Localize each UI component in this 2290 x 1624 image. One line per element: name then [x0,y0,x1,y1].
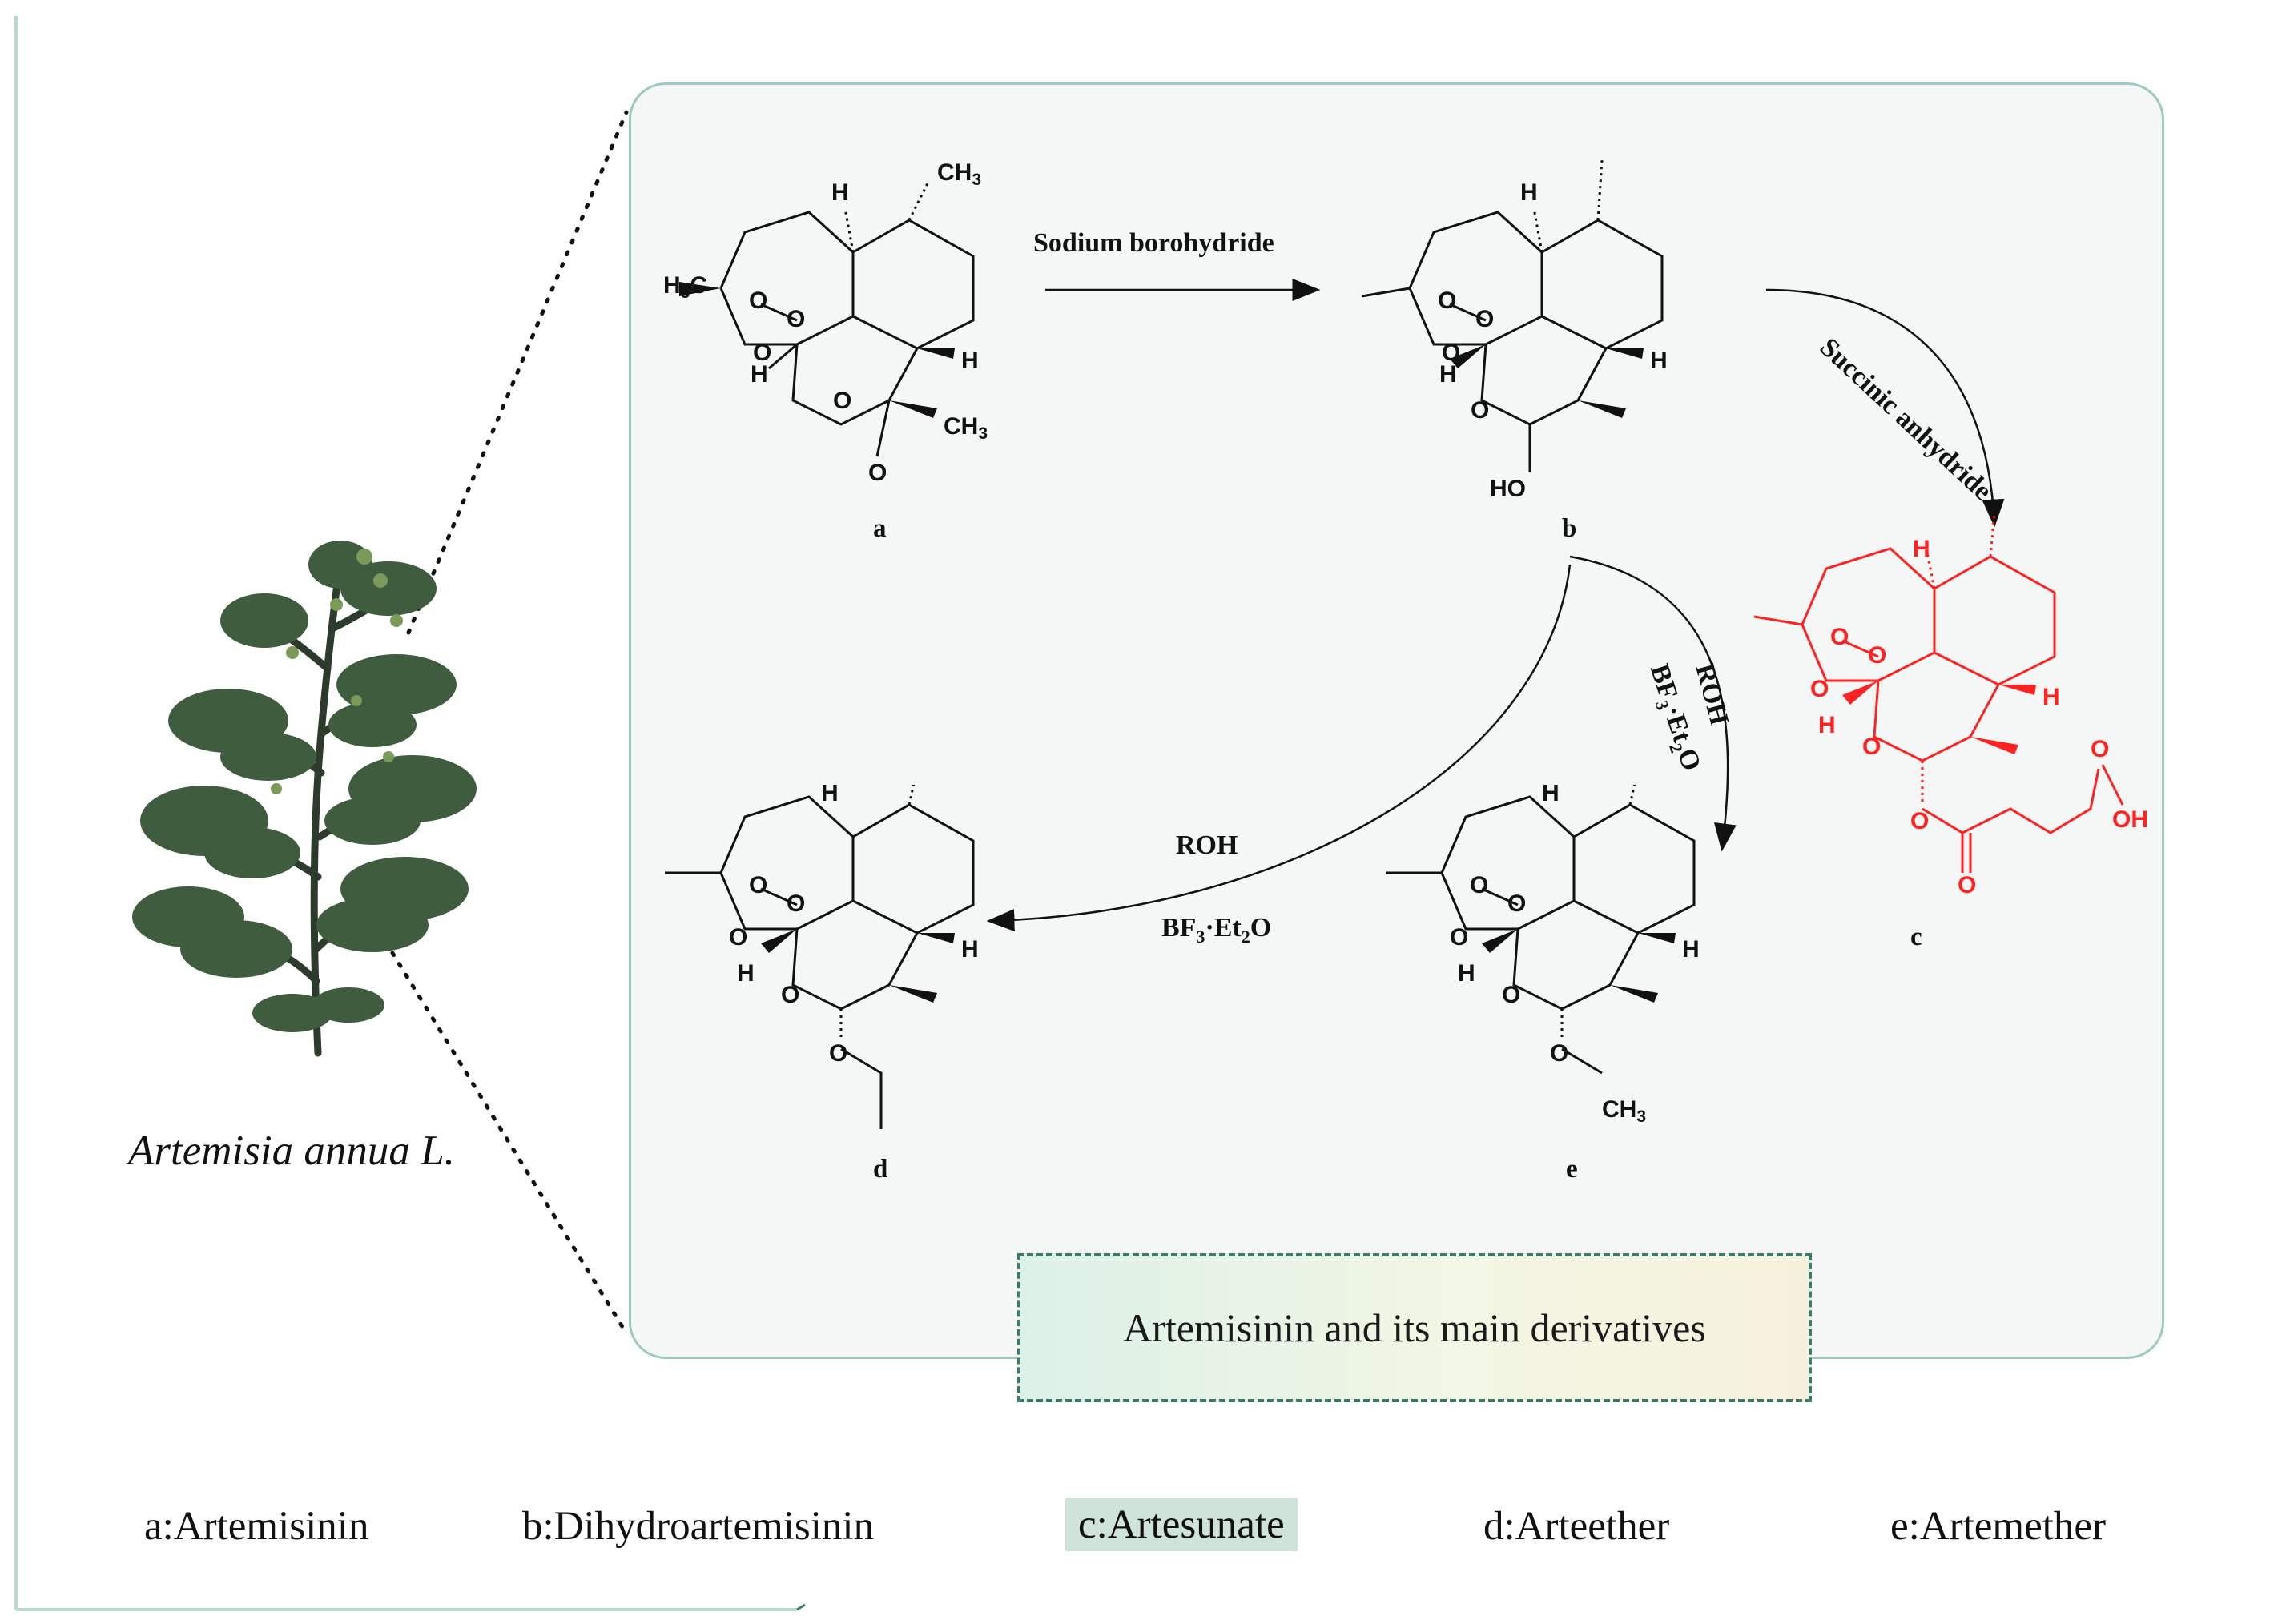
atom-o: O [1502,982,1520,1008]
zoom-line-bottom [390,951,629,1336]
atom-o: O [787,306,805,332]
bond-dashed [1532,207,1543,253]
atom-o: O [1810,676,1829,702]
atom-o: O [787,890,805,917]
zoom-line-top [406,110,629,635]
atom-h: H [751,361,768,388]
bond-dashed [1628,785,1636,806]
atom-o: O [1550,1040,1568,1067]
reagent-roh-d: ROH [1176,830,1238,860]
compound-label-c: c [1910,923,1922,951]
atom-h: H [1520,179,1538,206]
molecule-e: H H H O O O O O CH3 e [1386,785,1700,1184]
atom-h: H [737,960,755,987]
reagent-sodium-borohydride: Sodium borohydride [1033,228,1274,258]
derivatives-panel [629,82,2164,1359]
atom-o: O [1507,890,1526,917]
atom-h: H [1542,785,1560,806]
atom-o: O [1475,306,1494,332]
atom-o: O [1450,924,1468,951]
atom-ch3: CH3 [1602,1096,1646,1126]
atom-ho: HO [1490,476,1526,502]
atom-o: O [729,924,747,951]
atom-o: O [1958,872,1976,898]
atom-h: H [1913,536,1930,562]
molecule-b: H H H O O O O HO b [1361,159,1668,543]
bond-dashed [908,785,916,806]
atom-o: O [1868,642,1886,669]
atom-o: O [749,287,767,314]
atom-h: H [961,348,979,374]
artemisia-plant-icon [132,541,477,1057]
atom-o: O [753,340,771,366]
atom-o: O [868,460,887,486]
compound-label-e: e [1566,1155,1578,1184]
arrow-b-to-e [1569,555,1737,852]
atom-h: H [1439,361,1457,388]
compound-label-b: b [1562,514,1576,543]
legend-e: e:Artemether [1890,1504,2107,1549]
panel-title: Artemisinin and its main derivatives [1017,1253,1812,1402]
bond-dashed [843,207,855,253]
molecule-a: H3C CH3 H H CH3 H O O O O O a [663,159,988,543]
atom-o: O [1442,340,1460,366]
atom-h: H [961,936,979,963]
atom-h3c: H3C [663,272,707,302]
molecule-d: H H H O O O O O d [665,785,979,1184]
frame-bottom-tick [796,1603,806,1611]
atom-o: O [833,388,851,414]
plant-label: Artemisia annua L. [128,1128,455,1174]
atom-o: O [1862,734,1881,760]
atom-h: H [1650,348,1668,374]
arrow-b-to-d [986,564,1572,932]
bond-dashed [1596,159,1604,221]
bond-dashed [1925,548,1936,589]
legend-c: c:Artesunate [1065,1498,1298,1551]
atom-h: H [2042,684,2060,710]
atom-o: O [1830,624,1849,650]
atom-h: H [1458,960,1475,987]
atom-h: H [1682,936,1700,963]
bond-dashed [1989,513,1996,557]
atom-h: H [831,179,849,206]
atom-h: H [1818,712,1836,738]
legend-a: a:Artemisinin [144,1504,369,1549]
compound-label-d: d [873,1155,887,1184]
atom-o: O [2091,736,2109,762]
atom-o: O [781,982,799,1008]
atom-oh: OH [2112,806,2148,833]
atom-h: H [821,785,839,806]
legend-b: b:Dihydroartemisinin [522,1504,875,1549]
atom-o: O [829,1040,847,1067]
atom-ch3: CH3 [944,413,988,443]
atom-o: O [1470,872,1488,898]
atom-o: O [1471,397,1489,424]
atom-o: O [1910,808,1929,834]
atom-o: O [749,872,767,898]
bond-dashed [908,179,931,221]
molecule-c: H H H O O O O O O O OH c [1753,513,2148,951]
compound-label-a: a [873,514,887,543]
atom-o: O [1438,287,1456,314]
legend-d: d:Arteether [1483,1504,1670,1549]
arrow-b-to-c [1765,288,2005,528]
atom-ch3-top: CH3 [937,159,981,189]
reagent-bf3-d: BF3·Et2O [1161,913,1272,947]
